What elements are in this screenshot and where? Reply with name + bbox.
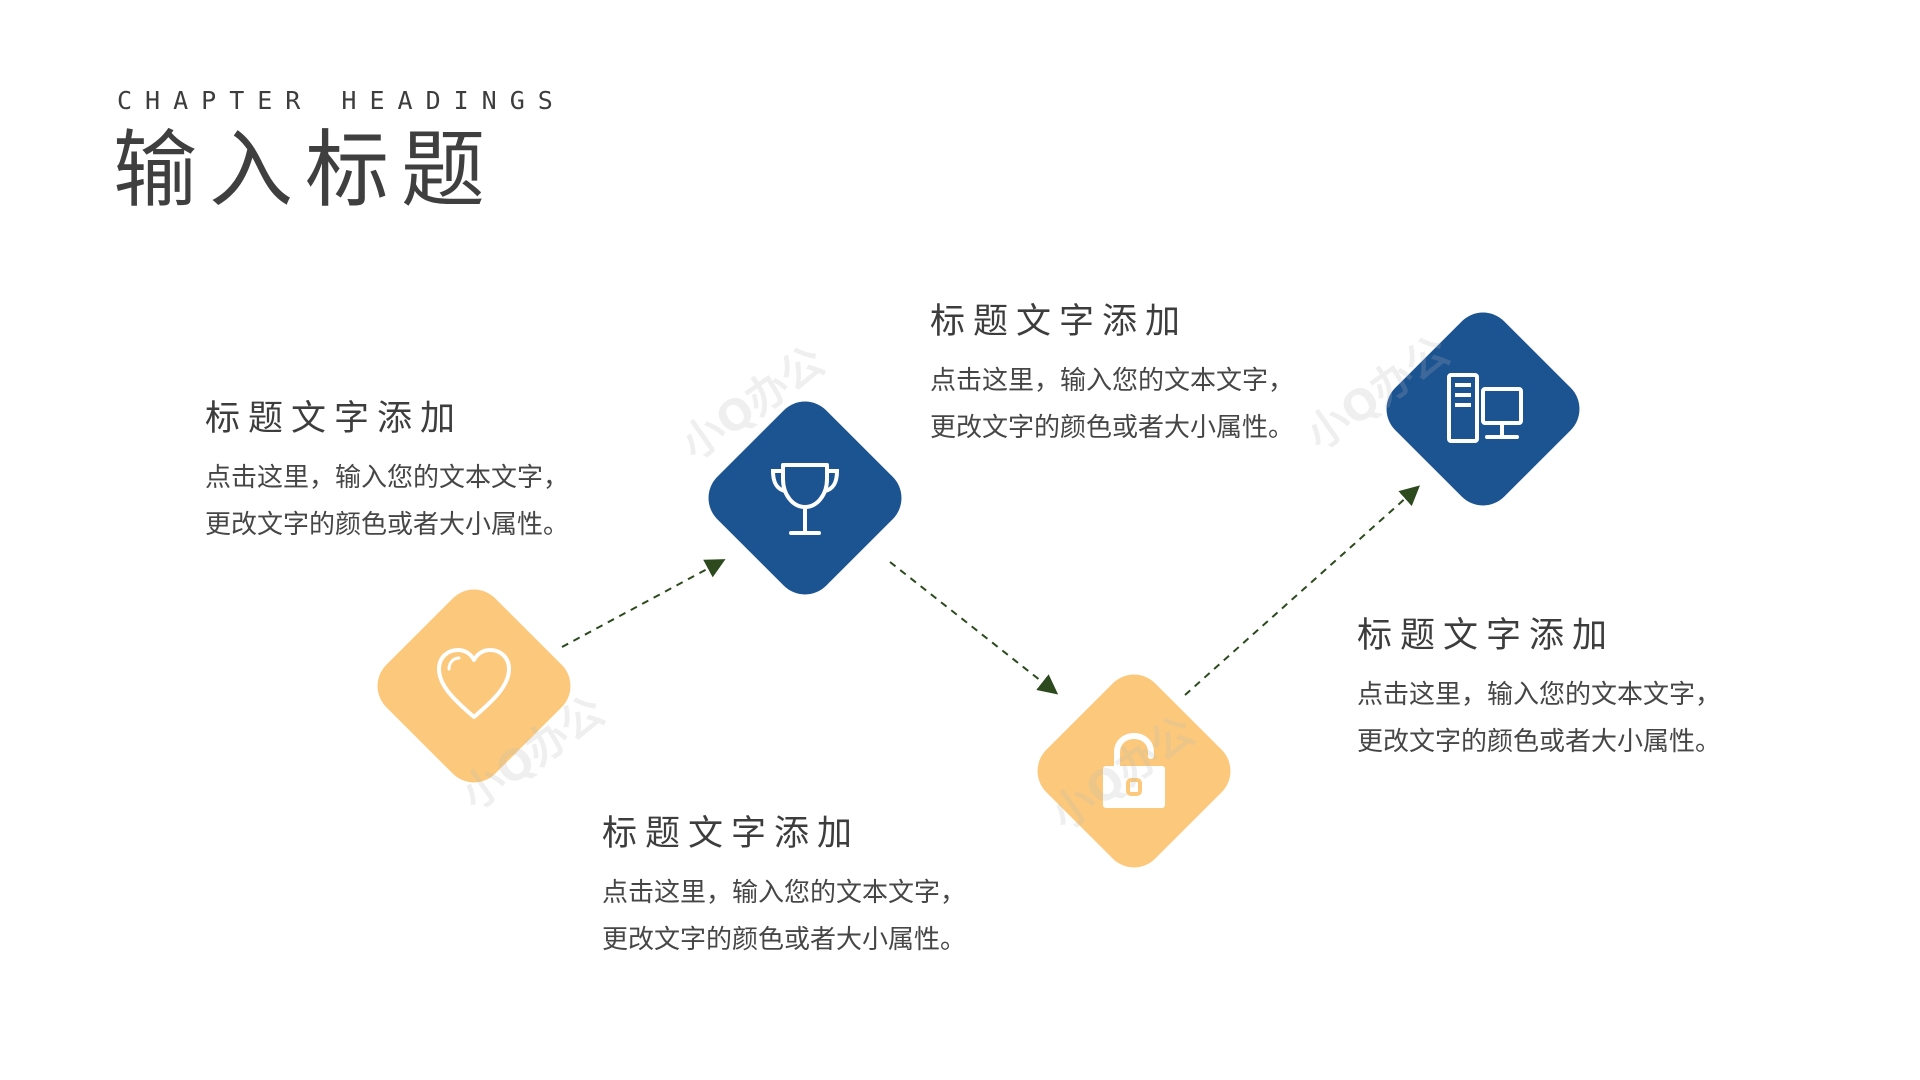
- step-3-line-2: 更改文字的颜色或者大小属性。: [602, 925, 967, 955]
- step-2-heading: 标题文字添加: [930, 302, 1189, 342]
- step-1-text: 标题文字添加 点击这里，输入您的文本文字， 更改文字的颜色或者大小属性。: [205, 402, 569, 549]
- computer-icon: [1447, 373, 1523, 443]
- lock-icon: [1103, 732, 1165, 808]
- step-4-heading: 标题文字添加: [1357, 616, 1616, 656]
- step-3-text: 标题文字添加 点击这里，输入您的文本文字， 更改文字的颜色或者大小属性。: [602, 817, 966, 964]
- step-3-line-1: 点击这里，输入您的文本文字，: [602, 878, 967, 908]
- step-4-text: 标题文字添加 点击这里，输入您的文本文字， 更改文字的颜色或者大小属性。: [1357, 619, 1721, 766]
- step-1-heading: 标题文字添加: [205, 399, 464, 439]
- step-2-line-1: 点击这里，输入您的文本文字，: [930, 366, 1295, 396]
- connector-2-3: [889, 561, 1059, 695]
- step-4-line-1: 点击这里，输入您的文本文字，: [1357, 680, 1722, 710]
- step-2-line-2: 更改文字的颜色或者大小属性。: [930, 413, 1295, 443]
- step-2-text: 标题文字添加 点击这里，输入您的文本文字， 更改文字的颜色或者大小属性。: [930, 305, 1294, 452]
- step-3-heading: 标题文字添加: [602, 814, 861, 854]
- chapter-eyebrow: CHAPTER HEADINGS: [117, 86, 566, 115]
- step-1-line-2: 更改文字的颜色或者大小属性。: [205, 510, 570, 540]
- connector-1-2: [561, 559, 726, 648]
- step-4-line-2: 更改文字的颜色或者大小属性。: [1357, 727, 1722, 757]
- page-title: 输入标题: [113, 121, 498, 219]
- trophy-icon: [770, 463, 840, 535]
- heart-icon: [437, 648, 511, 719]
- step-1-line-1: 点击这里，输入您的文本文字，: [205, 463, 570, 493]
